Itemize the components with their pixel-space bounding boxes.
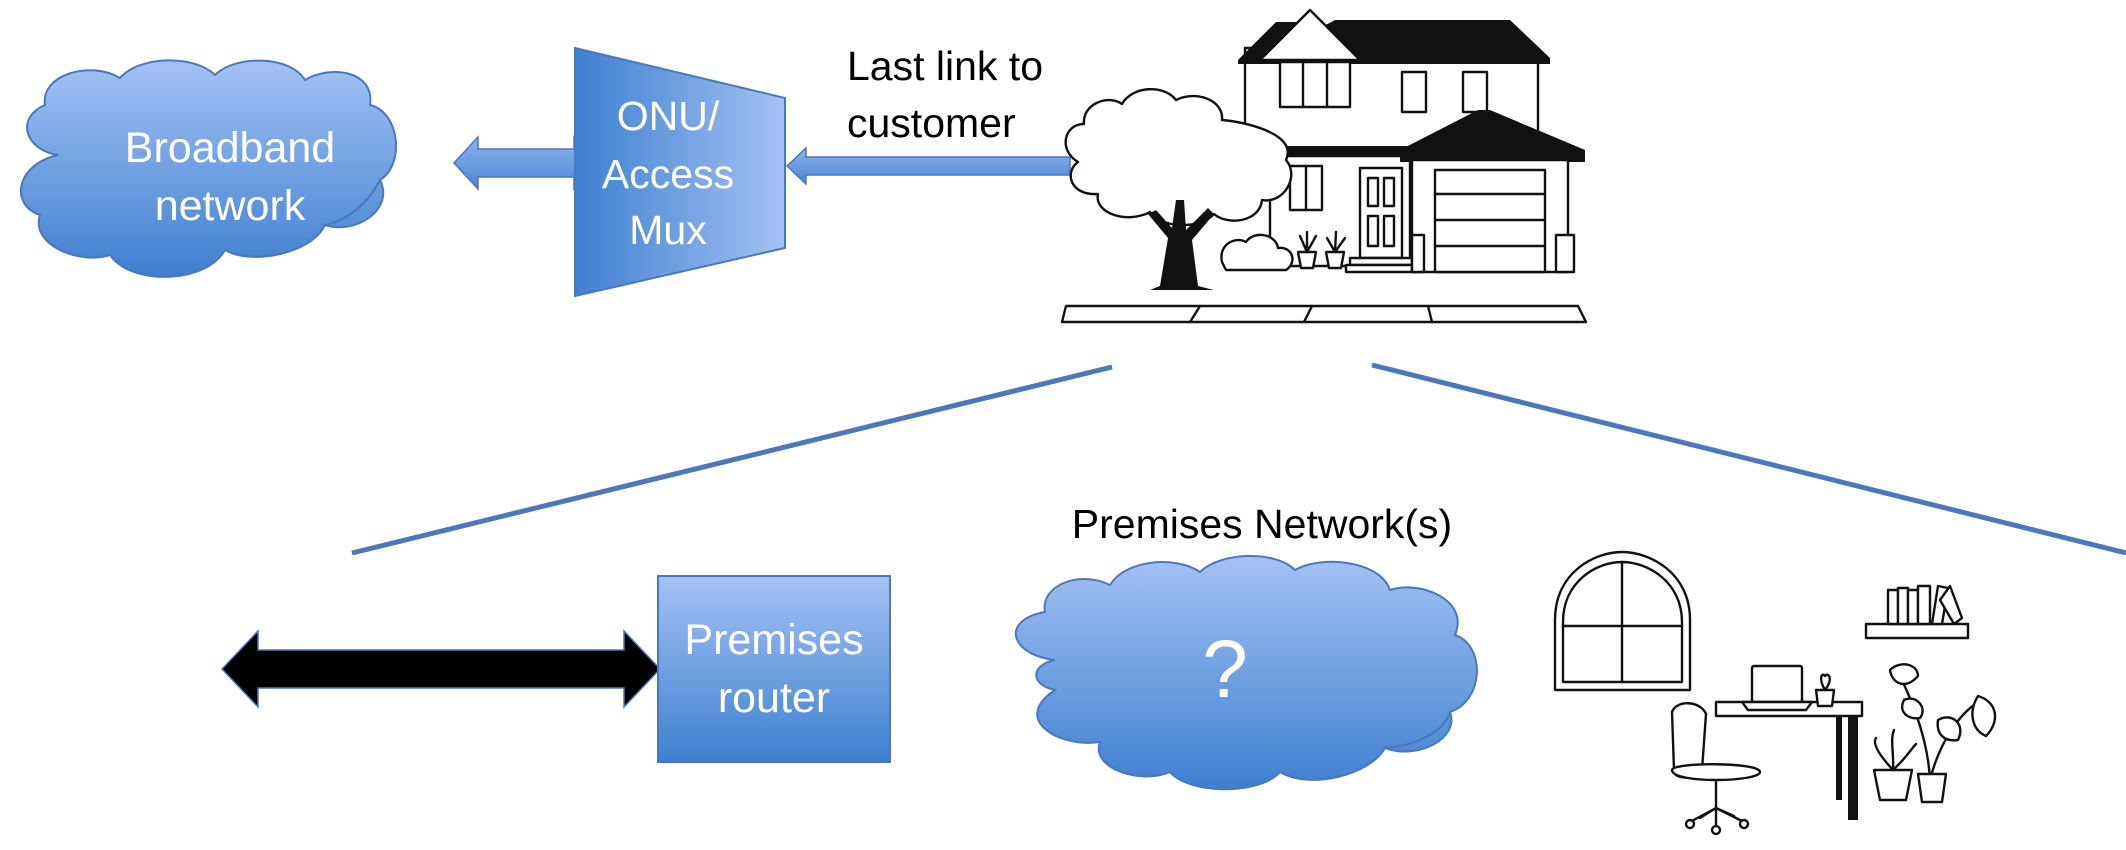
mux-label-line1: ONU/ [617,93,720,139]
premises-network-title: Premises Network(s) [1072,501,1452,547]
potted-plant-icon [1872,663,1997,804]
router-uplink-double-arrow [220,629,662,709]
mux-label-line2: Access [602,151,734,197]
small-plant-icon [1814,673,1836,708]
tree-icon [1064,87,1293,290]
connector-line-left [351,364,1113,556]
office-chair-icon [1670,702,1762,836]
arched-window-icon [1553,550,1692,692]
router-label-line2: router [718,674,830,722]
connector-line-right [1371,362,2126,556]
broadband-label-line1: Broadband [125,124,335,172]
premises-router: Premises router [657,575,891,763]
last-link-label-line1: Last link to [847,43,1043,89]
router-label-line1: Premises [684,616,863,664]
house-icon [1220,8,1585,274]
laptop-icon [1740,664,1814,712]
mux-label-line3: Mux [629,207,707,253]
premises-cloud-question-mark: ? [1202,624,1248,715]
last-link-arrow [785,146,1071,186]
onu-access-mux: ONU/ Access Mux [574,46,786,298]
broadband-network-cloud: Broadband network [20,59,397,278]
broadband-label-line2: network [155,182,306,230]
last-link-label-line2: customer [847,100,1016,146]
premises-network-cloud: ? [1014,554,1478,791]
bookshelf-icon [1864,584,1970,640]
desk-icon [1714,700,1864,820]
sidewalk-icon [1060,304,1588,324]
